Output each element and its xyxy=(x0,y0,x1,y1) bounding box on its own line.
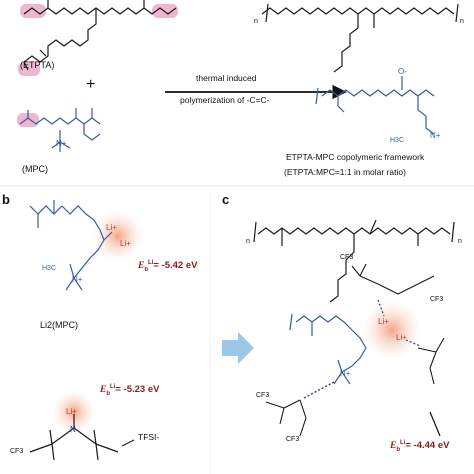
li-ion-b2: Li+ xyxy=(120,239,131,248)
tfsi-anion xyxy=(29,414,135,461)
complex-tfsi-right xyxy=(417,337,445,385)
copolymer-product xyxy=(261,3,459,73)
complex-cf3-top: CF3 xyxy=(340,254,354,261)
energy-symbol-sub-3: b xyxy=(396,447,401,454)
product-h3c: H3C xyxy=(390,137,404,144)
mpc-n-plus: N+ xyxy=(56,139,67,148)
tfsi-label: TFSI- xyxy=(138,432,160,442)
li-ion-c1: Li+ xyxy=(378,317,389,326)
li-ion-tfsi: Li+ xyxy=(66,407,77,416)
panel-label-b: b xyxy=(2,192,10,207)
energy-symbol-sub-2: b xyxy=(106,391,111,398)
li-ion-b1: Li+ xyxy=(106,223,117,232)
panel-label-c: c xyxy=(222,192,230,207)
energy-complex-label: EbLi= -4.44 eV xyxy=(390,440,449,453)
mpc-h3c-b: H3C xyxy=(42,265,56,272)
n-coord-bond xyxy=(303,381,335,399)
complex-mpc-segment xyxy=(289,313,367,385)
complex-tfsi-upper xyxy=(351,263,435,295)
energy-symbol-sup-3: Li xyxy=(400,440,406,446)
energy-symbol-2: E xyxy=(100,385,107,396)
complex-cf3-lower: CF3 xyxy=(256,392,270,399)
etpta-label: (ETPTA) xyxy=(20,60,55,70)
complex-n-left: n xyxy=(246,238,250,245)
li-glow-tfsi xyxy=(52,390,96,434)
li-glow-b xyxy=(92,210,144,262)
complex-framework xyxy=(253,219,455,303)
energy-symbol: E xyxy=(138,261,145,272)
mpc-n-plus-b: N+ xyxy=(72,275,83,284)
polymer-n-right: n xyxy=(460,18,464,25)
li-glow-c xyxy=(362,300,422,360)
li-ion-c2: Li+ xyxy=(396,333,407,342)
product-ratio: (ETPTA:MPC=1:1 in molar ratio) xyxy=(284,167,406,177)
complex-tfsi-lower xyxy=(265,399,307,437)
copolymer-mpc-segment xyxy=(315,76,435,135)
complex-n-right: n xyxy=(458,238,462,245)
energy-pointer xyxy=(429,411,441,437)
arrow-caption-line1: thermal induced xyxy=(196,73,257,83)
energy-mpc-value: = -5.42 eV xyxy=(153,260,198,272)
etpta-acrylate-highlight-left xyxy=(20,4,46,18)
product-name: ETPTA-MPC copolymeric framework xyxy=(286,152,425,162)
energy-tfsi-value: = -5.23 eV xyxy=(115,384,160,396)
energy-symbol-3: E xyxy=(390,441,397,452)
complex-cf3-bottom: CF3 xyxy=(286,436,300,443)
energy-mpc-label: EbLi= -5.42 eV xyxy=(138,260,197,273)
polymer-n-left: n xyxy=(254,18,258,25)
energy-symbol-sup: Li xyxy=(148,260,154,266)
plus-sign: + xyxy=(86,76,96,93)
complex-cf3-right: CF3 xyxy=(430,296,444,303)
etpta-acrylate-highlight-bottom xyxy=(18,62,40,76)
transition-arrow xyxy=(222,332,254,364)
energy-tfsi-label: EbLi= -5.23 eV xyxy=(100,384,159,397)
mpc-label: (MPC) xyxy=(22,164,48,174)
li-coord-bond-1 xyxy=(377,299,385,317)
tfsi-cf3-left: CF3 xyxy=(10,448,24,455)
energy-symbol-sup-2: Li xyxy=(110,384,116,390)
arrow-caption-line2: polymerization of -C=C- xyxy=(180,95,270,105)
mpc-vinyl-highlight xyxy=(17,113,39,127)
product-n-plus: N+ xyxy=(430,131,441,140)
tfsi-n: N xyxy=(70,425,76,434)
complex-n-plus: N+ xyxy=(340,369,351,378)
etpta-molecule xyxy=(18,0,178,76)
mpc-molecule xyxy=(17,108,101,152)
li2mpc-molecule xyxy=(29,200,113,291)
product-o-minus: O- xyxy=(398,67,407,76)
li2mpc-label: Li2(MPC) xyxy=(40,320,79,330)
li-coord-bond-2 xyxy=(405,339,421,347)
energy-complex-value: = -4.44 eV xyxy=(405,440,450,452)
energy-symbol-sub: b xyxy=(144,267,149,274)
